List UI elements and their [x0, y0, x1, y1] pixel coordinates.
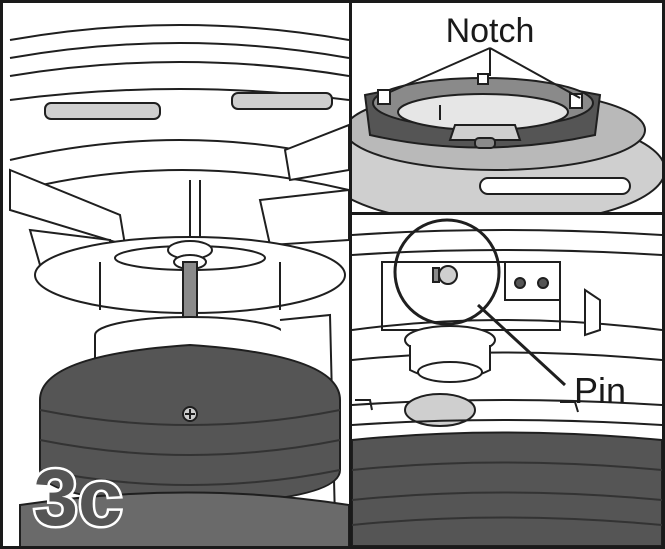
pin-magnifier — [393, 218, 567, 387]
notch-pointers — [389, 47, 581, 99]
pin-detail-panel — [352, 215, 662, 546]
notch-label: Notch — [446, 12, 535, 50]
main-view-panel — [9, 24, 349, 546]
step-label: 3c — [34, 453, 123, 542]
notch-detail-panel — [352, 3, 662, 212]
pin-label: Pin — [574, 370, 626, 411]
